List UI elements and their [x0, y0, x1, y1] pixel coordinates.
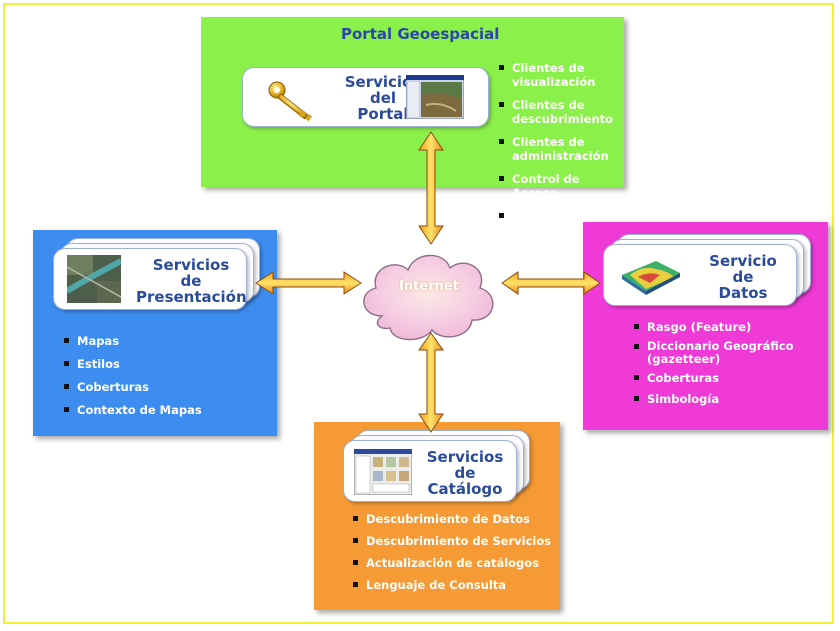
- list-item: Servicios Expuestos: [498, 209, 624, 237]
- arrow-presentacion-internet: [255, 271, 362, 295]
- arrow-portal-internet: [418, 131, 444, 245]
- presentacion-services-list: Mapas Estilos Coberturas Contexto de Map…: [63, 334, 202, 417]
- portal-card-title-line3: Portal: [357, 105, 409, 123]
- list-item: Clientes de visualización: [498, 61, 624, 89]
- internet-label: Internet: [399, 279, 459, 294]
- list-item: Contexto de Mapas: [63, 403, 202, 417]
- catalogo-card-title-line1: Servicios: [426, 448, 504, 466]
- presentacion-card-title-line2: de: [180, 272, 202, 290]
- 3d-terrain-thumbnail: [622, 261, 680, 295]
- list-item: Estilos: [63, 357, 202, 371]
- portal-services-list: Clientes de visualización Clientes de de…: [498, 61, 624, 237]
- arrow-internet-datos: [501, 271, 601, 295]
- portal-card-title-line2: del: [369, 89, 397, 107]
- list-item: Control de Acceso: [498, 172, 624, 200]
- catalogo-card-title: Servicios de Catálogo: [420, 449, 510, 497]
- datos-services-list: Rasgo (Feature) Diccionario Geográfico (…: [633, 320, 823, 406]
- portal-screenshot-thumbnail: [406, 75, 464, 119]
- datos-card-title-line1: Servicio: [709, 252, 777, 270]
- presentacion-card-title-line3: Presentación: [136, 288, 247, 306]
- portal-title: Portal Geoespacial: [341, 25, 500, 43]
- list-item: Lenguaje de Consulta: [352, 578, 551, 592]
- datos-card-title-line3: Datos: [718, 284, 768, 302]
- servicios-presentacion-panel: Servicios de Presentación Mapas Estilos …: [33, 230, 277, 436]
- presentacion-card: Servicios de Presentación: [53, 248, 247, 310]
- datos-card-title-line2: de: [732, 268, 754, 286]
- list-item: Clientes de administración: [498, 135, 624, 163]
- aerial-map-thumbnail: [67, 255, 121, 303]
- portal-card-title-line1: Servicios: [344, 73, 422, 91]
- list-item: Clientes de descubrimiento: [498, 98, 624, 126]
- portal-card-title: Servicios del Portal: [333, 74, 433, 122]
- servicio-datos-panel: Servicio de Datos Rasgo (Feature) Diccio…: [583, 222, 828, 430]
- list-item: Coberturas: [63, 380, 202, 394]
- datos-card-title: Servicio de Datos: [694, 253, 792, 301]
- catalogo-card-title-line3: Catálogo: [427, 480, 503, 498]
- list-item: Mapas: [63, 334, 202, 348]
- list-item: Coberturas: [633, 371, 823, 385]
- list-item: Diccionario Geográfico (gazetteer): [633, 340, 823, 366]
- arrow-internet-catalogo: [418, 332, 444, 433]
- portal-services-card: Servicios del Portal: [242, 67, 489, 127]
- list-item: Descubrimiento de Servicios: [352, 534, 551, 548]
- presentacion-card-title-line1: Servicios: [152, 256, 230, 274]
- servicios-catalogo-panel: Servicios de Catálogo Descubrimiento de …: [314, 422, 560, 610]
- list-item: Actualización de catálogos: [352, 556, 551, 570]
- catalogo-services-list: Descubrimiento de Datos Descubrimiento d…: [352, 512, 551, 592]
- catalogo-card: Servicios de Catálogo: [343, 440, 517, 502]
- key-icon: [268, 81, 313, 122]
- presentacion-card-title: Servicios de Presentación: [136, 256, 247, 306]
- list-item: Descubrimiento de Datos: [352, 512, 551, 526]
- portal-geoespacial-panel: Portal Geoespacial Servicios del Portal …: [201, 17, 624, 237]
- catalog-window-thumbnail: [354, 449, 412, 495]
- list-item: Rasgo (Feature): [633, 320, 823, 334]
- list-item: Simbología: [633, 392, 823, 406]
- internet-cloud-icon: [363, 254, 494, 341]
- datos-card: Servicio de Datos: [603, 244, 797, 306]
- catalogo-card-title-line2: de: [454, 464, 476, 482]
